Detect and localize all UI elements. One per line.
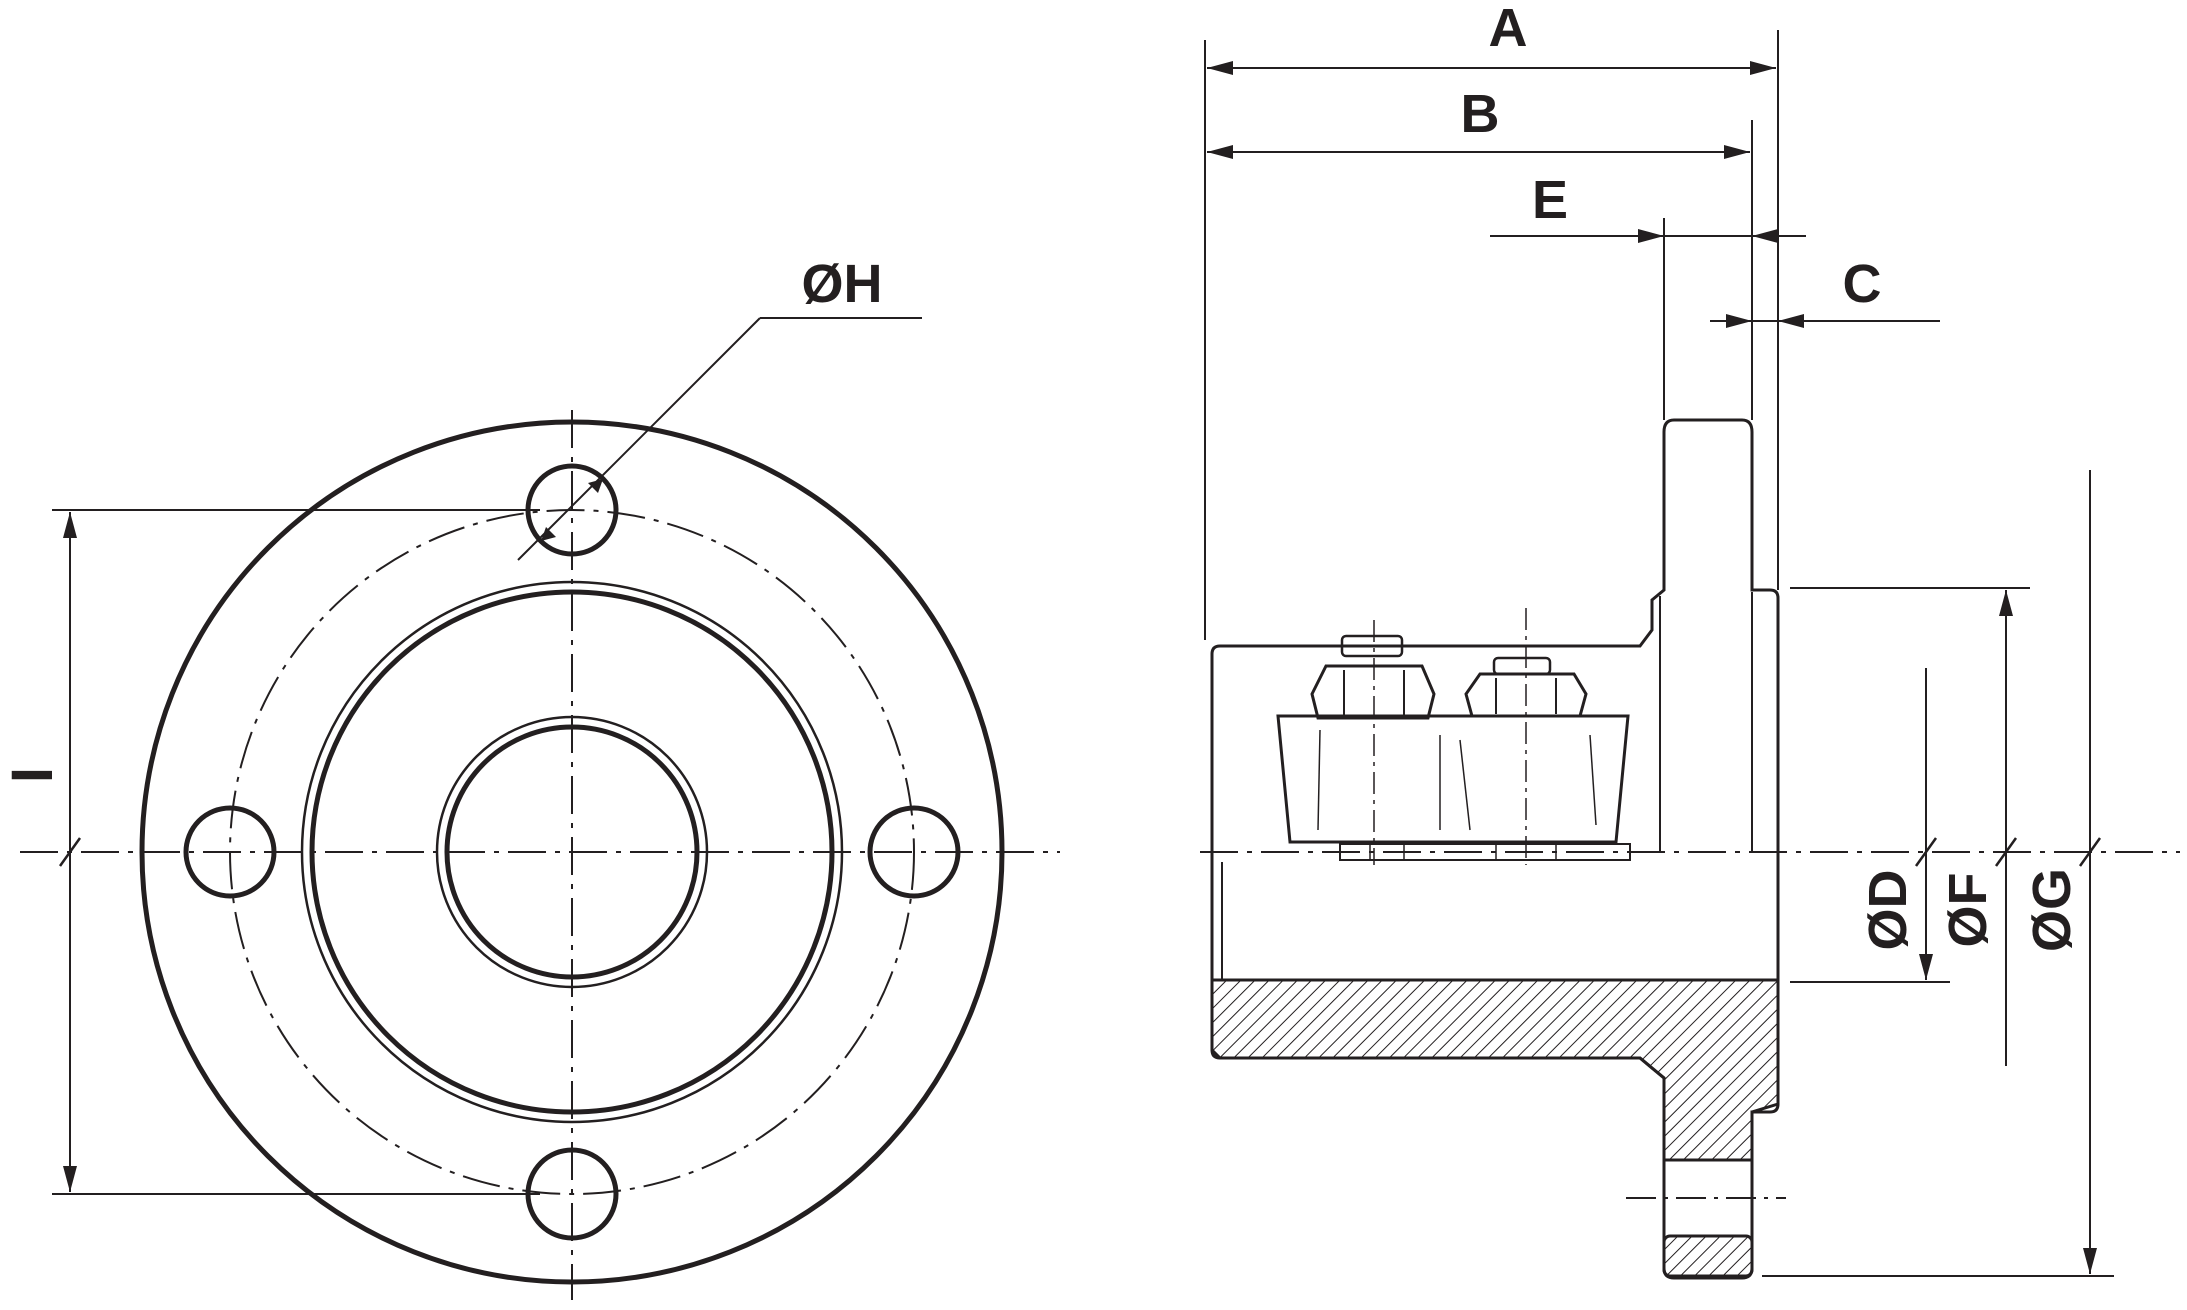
label-g: ØG — [2022, 868, 2082, 952]
f-centerline-tick — [1994, 837, 2018, 867]
e-arrow-right — [1752, 229, 1778, 243]
i-centerline-tick — [58, 837, 82, 867]
d-centerline-tick — [1914, 837, 1938, 867]
label-e: E — [1532, 170, 1568, 230]
g-arrow-bottom — [2083, 1248, 2097, 1274]
hub-circle — [300, 580, 844, 1124]
clamp-ring-shade-3 — [1459, 739, 1471, 831]
h-arrow-upper — [588, 479, 603, 493]
c-arrow-right — [1778, 314, 1804, 328]
d-arrow-bottom — [1919, 954, 1933, 980]
a-arrow-left — [1207, 61, 1233, 75]
hub-upper-outline — [1210, 418, 1780, 852]
bore-chamfer-circle — [435, 715, 709, 989]
b-arrow-right — [1724, 145, 1750, 159]
i-arrow-bottom — [63, 1166, 77, 1192]
clamp-ring — [1276, 714, 1630, 844]
front-view — [20, 317, 1060, 1300]
h-arrow-lower — [541, 527, 556, 541]
hub-inner-circle — [309, 589, 835, 1115]
label-c: C — [1843, 254, 1882, 314]
bolt-hole-right — [867, 805, 961, 899]
label-i: I — [0, 767, 65, 783]
bore-ring-strip — [1339, 843, 1631, 861]
hatched-section-main — [1210, 978, 1780, 1162]
dimension-labels: A B E C ØH I ØD ØF ØG — [0, 0, 2082, 952]
label-b: B — [1461, 84, 1500, 144]
hatched-section-flange-tip — [1662, 1234, 1754, 1278]
label-f: ØF — [1938, 873, 1998, 948]
side-view — [1200, 30, 2180, 1280]
clamp-ring-shade-1 — [1317, 729, 1321, 831]
c-arrow-left — [1726, 314, 1752, 328]
i-arrow-top — [63, 512, 77, 538]
a-arrow-right — [1750, 61, 1776, 75]
b-arrow-left — [1207, 145, 1233, 159]
g-centerline-tick — [2078, 837, 2102, 867]
bolt1-nut — [1310, 664, 1436, 720]
bolt-circle — [229, 509, 915, 1195]
clamp-ring-shade-4 — [1589, 734, 1597, 826]
flange-outer-circle — [139, 419, 1005, 1285]
lower-half-outline — [1210, 852, 1780, 1280]
label-a: A — [1489, 0, 1528, 58]
bolt1-stud — [1340, 634, 1404, 658]
h-leader-line — [517, 317, 761, 561]
bolt2-nut — [1464, 672, 1588, 718]
bore-circle — [444, 724, 700, 980]
bolt-hole-left — [183, 805, 277, 899]
bolt2-stud — [1492, 656, 1552, 676]
f-arrow-top — [1999, 590, 2013, 616]
e-arrow-left — [1638, 229, 1664, 243]
label-h: ØH — [802, 254, 883, 314]
label-d: ØD — [1858, 870, 1918, 951]
